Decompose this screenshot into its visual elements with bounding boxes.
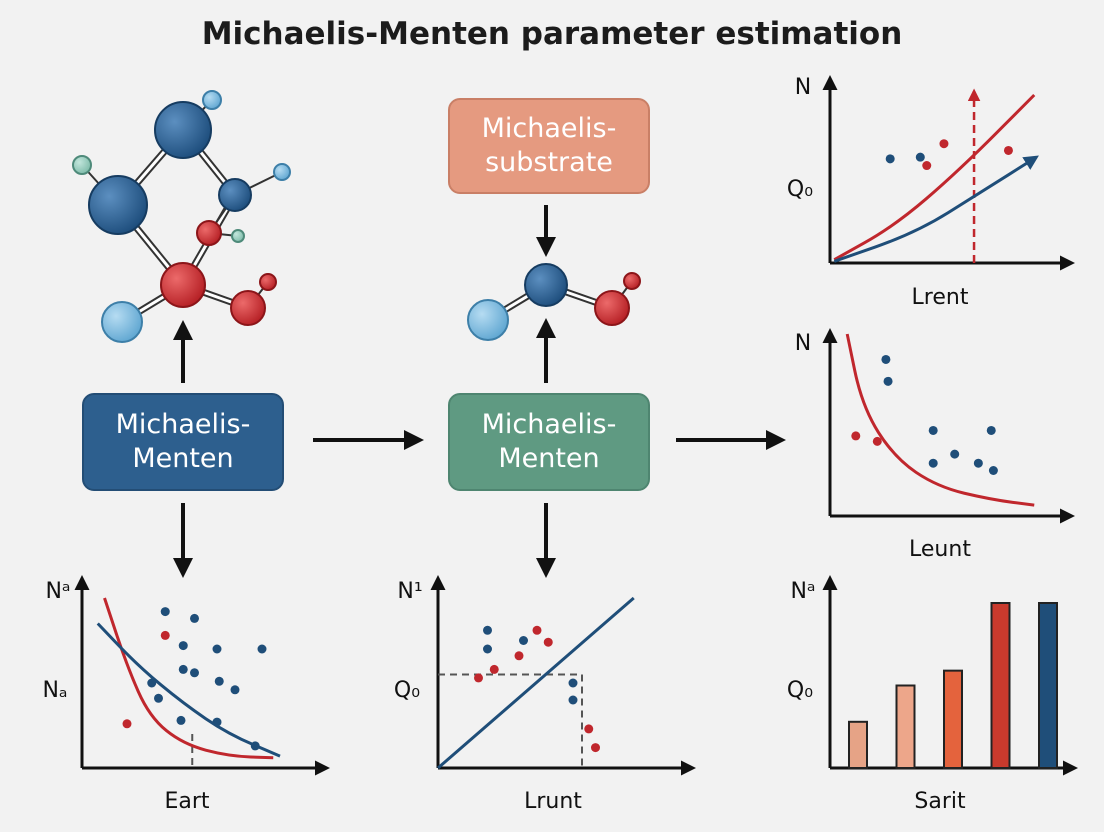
x-axis-label: Eart	[164, 789, 209, 814]
bar	[848, 720, 868, 769]
y-axis-top-label: Nᵃ	[45, 579, 70, 604]
data-point-blue	[190, 613, 199, 623]
data-point-red	[872, 436, 882, 446]
y-axis-mid-label: Q₀	[787, 678, 813, 703]
molecule-large	[72, 90, 291, 343]
data-point-blue	[214, 676, 224, 686]
data-point-red	[584, 724, 594, 734]
data-point-blue	[986, 425, 996, 435]
atom-blue	[88, 175, 148, 235]
data-point-blue	[988, 466, 998, 475]
bar	[1038, 602, 1058, 769]
atom-red	[230, 290, 266, 326]
data-point-red	[1003, 145, 1013, 155]
atom-blue	[154, 101, 212, 159]
data-point-blue	[568, 678, 578, 688]
michaelis-menten-box-left: Michaelis- Menten	[82, 393, 284, 491]
data-point-red	[489, 664, 499, 674]
data-point-blue	[257, 644, 267, 654]
data-point-blue	[147, 678, 157, 688]
blue-curve	[833, 155, 1039, 263]
chart-top-right: N Q₀ Lrent	[787, 75, 1075, 310]
y-axis-top-label: Nᵃ	[790, 579, 815, 604]
blue-curve	[96, 622, 281, 758]
diagram-title: Michaelis-Menten parameter estimation	[201, 16, 903, 52]
data-point-red	[122, 719, 132, 729]
y-axis-top-label: N¹	[397, 579, 422, 604]
atom-light	[202, 90, 222, 110]
atom-light	[101, 301, 143, 343]
atom-blue	[524, 263, 568, 307]
y-axis-mid-label: Nₐ	[42, 678, 67, 703]
x-axis-label: Leunt	[909, 537, 971, 562]
data-point-blue	[230, 685, 240, 695]
data-point-blue	[519, 636, 528, 645]
data-point-red	[591, 743, 600, 753]
data-point-blue	[250, 741, 260, 751]
y-axis-mid-label: Q₀	[787, 177, 813, 202]
data-point-blue	[190, 668, 199, 678]
data-point-blue	[160, 607, 170, 617]
data-point-red	[939, 139, 949, 149]
data-point-blue	[483, 644, 492, 654]
data-point-blue	[212, 644, 222, 654]
data-point-red	[851, 431, 861, 441]
atom-blue	[218, 178, 252, 212]
michaelis-menten-box-center: Michaelis- Menten	[448, 393, 650, 491]
data-point-blue	[154, 693, 163, 703]
atom-red	[594, 290, 630, 326]
data-point-red	[543, 637, 553, 647]
bar	[895, 684, 916, 769]
data-point-blue	[178, 664, 188, 674]
atom-red	[196, 220, 222, 246]
data-point-red	[922, 161, 932, 171]
blue-curve	[437, 596, 635, 770]
atom-red	[623, 272, 641, 290]
atom-teal	[72, 155, 92, 175]
data-point-blue	[212, 717, 222, 727]
atom-red	[259, 273, 277, 291]
data-point-red	[514, 651, 524, 661]
y-axis-top-label: N	[795, 331, 811, 356]
data-point-red	[474, 673, 483, 683]
molecule-small	[467, 263, 641, 341]
data-point-blue	[883, 376, 893, 386]
data-point-blue	[915, 152, 925, 162]
data-point-red	[532, 625, 542, 635]
flow-arrows	[173, 205, 786, 578]
atom-red	[160, 262, 206, 308]
y-axis-mid-label: Q₀	[394, 678, 420, 703]
x-axis-label: Lrunt	[524, 789, 582, 814]
data-point-blue	[973, 458, 983, 468]
data-point-blue	[950, 449, 960, 459]
chart-bottom-center: N¹ Q₀ Lrunt	[394, 575, 696, 814]
x-axis-label: Sarit	[914, 789, 966, 814]
red-curve	[103, 597, 274, 760]
data-point-blue	[928, 425, 938, 435]
data-point-blue	[885, 154, 895, 164]
red-curve	[833, 93, 1036, 261]
y-axis-top-label: N	[795, 75, 811, 100]
x-axis-label: Lrent	[912, 285, 969, 310]
data-point-blue	[881, 354, 891, 364]
data-point-blue	[178, 641, 188, 651]
atom-teal	[231, 229, 245, 243]
bar	[943, 669, 963, 770]
atom-light	[273, 163, 291, 181]
bar	[990, 602, 1011, 769]
chart-mid-right: N Leunt	[795, 328, 1075, 562]
data-point-blue	[928, 458, 938, 468]
data-point-blue	[176, 715, 186, 725]
red-curve	[845, 333, 1035, 507]
data-point-red	[160, 630, 170, 640]
michaelis-substrate-box: Michaelis- substrate	[448, 98, 650, 194]
data-point-blue	[568, 695, 578, 705]
atom-light	[467, 299, 509, 341]
data-point-blue	[483, 625, 492, 635]
